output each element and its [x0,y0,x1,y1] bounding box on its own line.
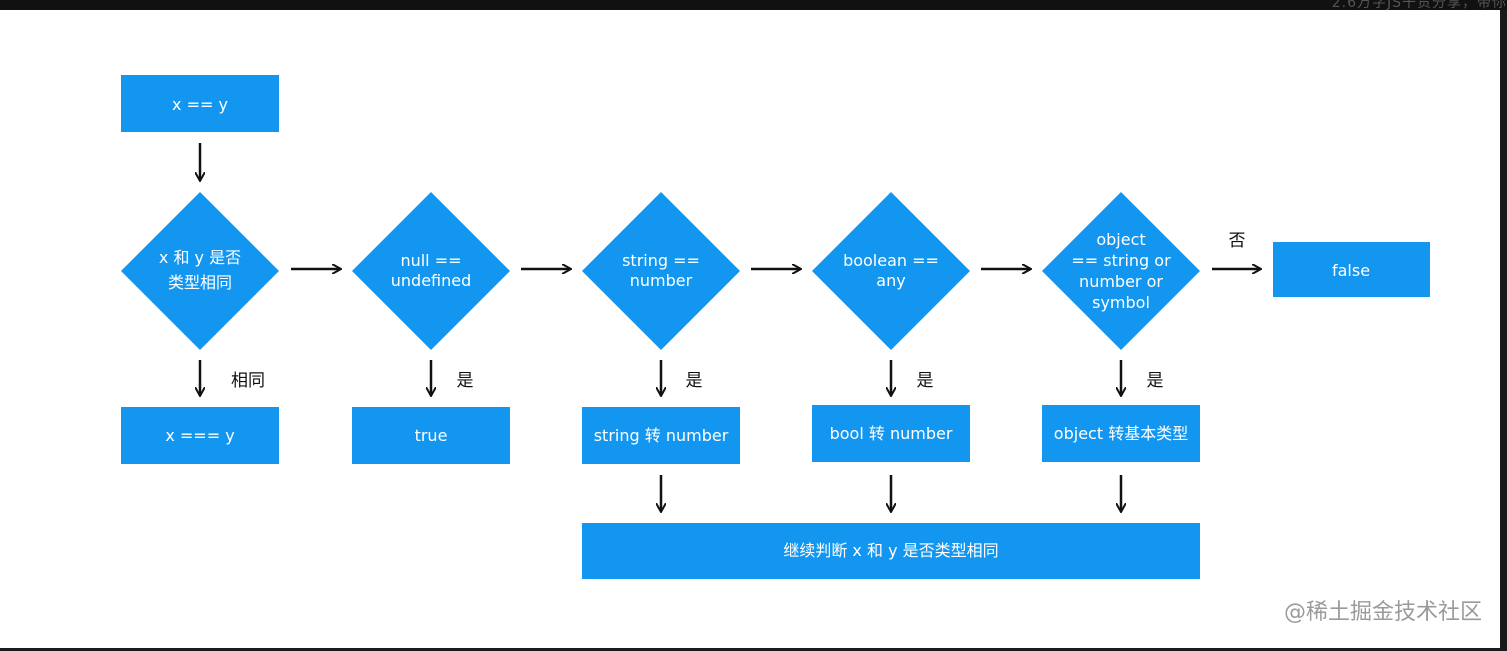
decision-string-number-line2: number [630,271,693,290]
top-bar: 2.6万字JS干货分享，带你 [0,0,1507,10]
label-same: 相同 [231,371,265,391]
result-bool-to-number [812,405,970,462]
continue-box [582,523,1200,579]
decision-type-same-line2: 类型相同 [168,273,232,292]
continue-box-text: 继续判断 x 和 y 是否类型相同 [783,541,998,560]
label-yes-1: 是 [457,371,474,391]
decision-null-undefined-line2: undefined [391,271,472,290]
decision-object-primitive-line4: symbol [1092,293,1150,312]
result-strict-equal [121,407,279,464]
decision-boolean-any [812,192,970,350]
decision-type-same [121,192,279,350]
decision-string-number [582,192,740,350]
flowchart: x == y x 和 y 是否 类型相同 null == undefined s… [121,75,1430,579]
decision-null-undefined [352,192,510,350]
label-yes-2: 是 [686,371,703,391]
watermark: @稀土掘金技术社区 [1283,600,1482,625]
decision-object-primitive-line2: == string or [1071,251,1171,270]
result-object-to-primitive [1042,405,1200,462]
decision-boolean-any-line2: any [876,271,905,290]
false-box-text: false [1332,261,1370,280]
flowchart-canvas: x == y x 和 y 是否 类型相同 null == undefined s… [0,10,1500,648]
decision-null-undefined-line1: null == [400,251,461,270]
result-string-to-number [582,407,740,464]
decision-string-number-line1: string == [622,251,700,270]
result-bool-to-number-text: bool 转 number [830,424,953,443]
right-edge-border [1500,10,1507,651]
result-true-text: true [415,426,448,445]
label-no: 否 [1229,231,1246,251]
result-true [352,407,510,464]
result-string-to-number-text: string 转 number [594,426,729,445]
label-yes-3: 是 [917,371,934,391]
decision-object-primitive-line3: number or [1079,272,1163,291]
result-strict-equal-text: x === y [165,426,234,445]
start-box [121,75,279,132]
decision-object-primitive-line1: object [1096,230,1145,249]
false-box [1273,242,1430,297]
result-object-to-primitive-text: object 转基本类型 [1054,424,1188,443]
decision-boolean-any-line1: boolean == [843,251,939,270]
decision-object-primitive [1042,192,1200,350]
decision-type-same-line1: x 和 y 是否 [159,248,241,267]
top-bar-text: 2.6万字JS干货分享，带你 [1331,0,1507,10]
start-box-text: x == y [172,95,228,114]
label-yes-4: 是 [1147,371,1164,391]
